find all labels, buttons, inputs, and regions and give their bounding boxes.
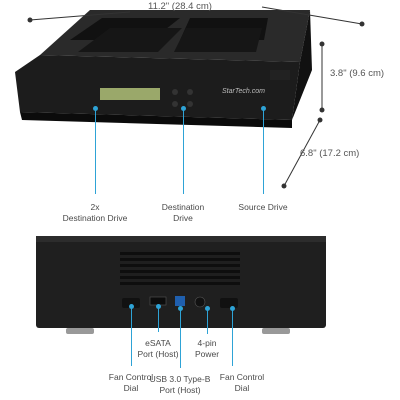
callout-line-fan-left xyxy=(131,306,132,366)
label-usb-port: USB 3.0 Type-B Port (Host) xyxy=(149,374,211,395)
callout-dot-power xyxy=(205,306,210,311)
callout-dot-source xyxy=(261,106,266,111)
label-fan-control-right: Fan Control Dial xyxy=(219,372,265,393)
callout-dot-fan-left xyxy=(129,304,134,309)
callout-dot-destination xyxy=(181,106,186,111)
callout-line-destination xyxy=(183,108,184,194)
label-power: 4-pin Power xyxy=(194,338,220,359)
label-2x-destination-drive: 2x Destination Drive xyxy=(62,202,128,223)
callout-line-source xyxy=(263,108,264,194)
callout-line-fan-right xyxy=(232,308,233,366)
label-source-drive: Source Drive xyxy=(238,202,288,212)
callout-dot-usb xyxy=(178,306,183,311)
callout-dot-esata xyxy=(156,304,161,309)
callout-dot-fan-right xyxy=(230,306,235,311)
callout-dot-2x-destination xyxy=(93,106,98,111)
callout-line-power xyxy=(207,308,208,334)
callout-line-usb xyxy=(180,308,181,368)
width-dimension: 11.2" (28.4 cm) xyxy=(148,1,212,12)
depth-dimension: 6.8" (17.2 cm) xyxy=(300,148,360,159)
device-brand: StarTech.com xyxy=(222,88,265,95)
label-esata-port: eSATA Port (Host) xyxy=(137,338,179,359)
label-destination-drive: Destination Drive xyxy=(161,202,205,223)
callout-line-2x-destination xyxy=(95,108,96,194)
callout-line-esata xyxy=(158,306,159,332)
height-dimension: 3.8" (9.6 cm) xyxy=(330,68,385,79)
label-fan-control-left: Fan Control Dial xyxy=(108,372,154,393)
